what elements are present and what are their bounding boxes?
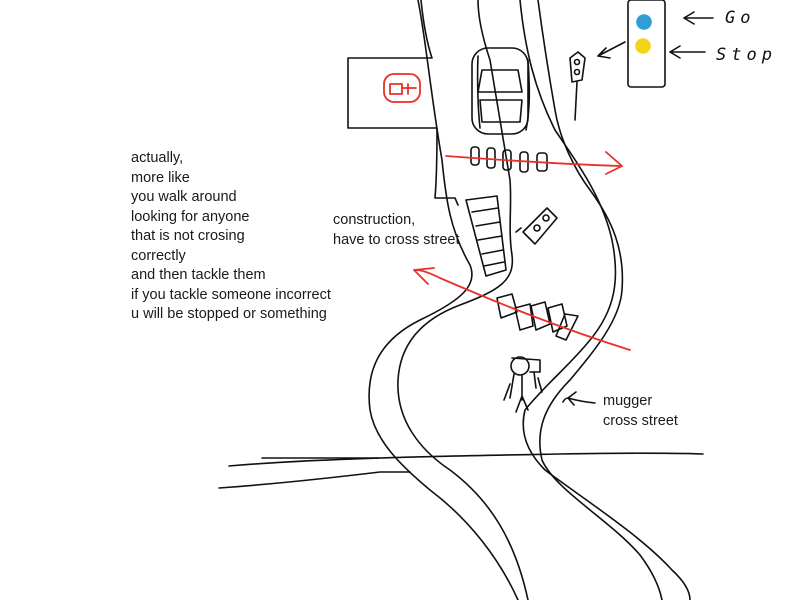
- note-line: you walk around: [131, 189, 237, 205]
- cross-street-line-bottom: [218, 471, 411, 489]
- signal-pole: [574, 81, 578, 121]
- construction-hatching: [471, 207, 505, 267]
- go-label: Go: [725, 8, 756, 28]
- car-roof: [477, 69, 523, 93]
- store-icon-box: [389, 83, 403, 95]
- pedestrian-signal-top: [569, 51, 586, 121]
- note-line: if you tackle someone incorrect: [131, 286, 331, 303]
- signal-lamp: [542, 214, 550, 222]
- mugger-head: [510, 356, 530, 376]
- signal-lamp: [573, 68, 581, 76]
- arrow-left-across-middle: [413, 267, 631, 351]
- crosswalk-stripe: [486, 147, 496, 169]
- stop-label: Stop: [716, 45, 777, 65]
- note-line: have to cross street: [333, 231, 460, 248]
- note-line: cross street: [603, 412, 678, 429]
- store-icon-frame: [383, 73, 421, 103]
- car-body: [471, 47, 529, 135]
- note-line: more like: [131, 169, 190, 186]
- note-line: construction,: [333, 212, 416, 228]
- mugger-pointer-arrow: [562, 391, 596, 406]
- note-line: correctly: [131, 247, 186, 264]
- stop-light-icon: [635, 38, 651, 54]
- crosswalk-stripe: [514, 303, 534, 331]
- mugger-note: mugger cross street: [603, 392, 678, 431]
- crosswalk-stripe: [555, 313, 579, 341]
- note-line: actually,: [131, 150, 184, 166]
- note-line: mugger: [603, 393, 653, 409]
- mugger-body: [503, 371, 543, 413]
- signal-pole: [515, 227, 522, 233]
- store-icon-handle: [401, 83, 417, 95]
- signal-lamp: [573, 58, 581, 66]
- left-arrow-icon: [597, 41, 626, 59]
- car-sketch: [471, 47, 531, 135]
- construction-zone: [465, 195, 507, 277]
- signal-lamp: [533, 224, 541, 232]
- traffic-light: [597, 0, 714, 88]
- signal-housing: [522, 207, 558, 245]
- go-light-icon: [636, 14, 652, 30]
- road-right-edge: [537, 0, 663, 600]
- crosswalk-stripe: [547, 303, 568, 333]
- crosswalk-bottom: [496, 293, 579, 341]
- stop-arrow-icon: [669, 45, 706, 59]
- mugger-figure: [503, 356, 543, 413]
- arrow-right-across-top: [445, 151, 623, 175]
- traffic-light-housing: [627, 0, 666, 88]
- pedestrian-signal-mid: [515, 207, 558, 245]
- car-rear-window: [479, 99, 523, 123]
- note-line: and then tackle them: [131, 267, 266, 283]
- construction-note: construction, have to cross street: [333, 211, 460, 250]
- crosswalk-stripe: [496, 293, 518, 319]
- cross-street-line-top: [228, 452, 704, 467]
- car-side-line: [476, 55, 531, 131]
- crosswalk-stripe: [470, 146, 480, 166]
- note-line: u will be stopped or something: [131, 306, 327, 322]
- crosswalk-stripe: [530, 301, 551, 331]
- mugger-mask: [511, 357, 541, 373]
- construction-barrier: [465, 195, 507, 277]
- road-center-line: [397, 0, 529, 600]
- signal-housing: [569, 51, 586, 83]
- road-far-right-edge: [519, 0, 691, 600]
- idea-note: actually, more like you walk around look…: [131, 149, 331, 325]
- note-line: looking for anyone: [131, 208, 250, 225]
- go-arrow-icon: [683, 11, 714, 25]
- note-line: that is not crosing: [131, 228, 245, 244]
- road-left-edge: [368, 0, 519, 600]
- store-icon: [383, 73, 421, 103]
